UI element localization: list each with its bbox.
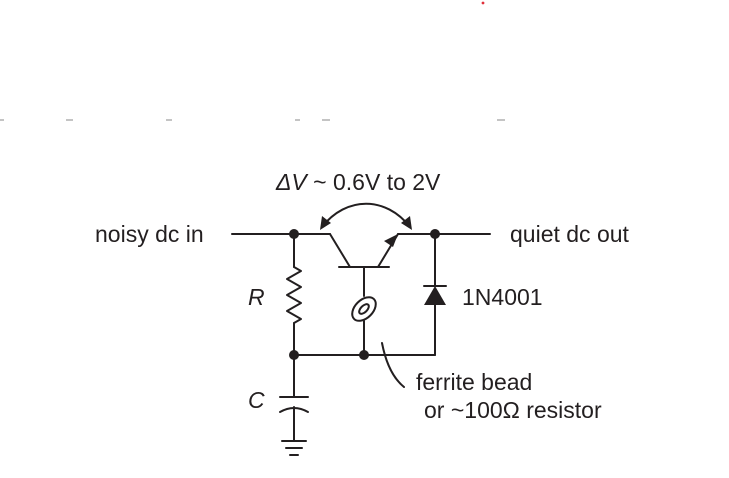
output-label: quiet dc out xyxy=(510,221,630,247)
bead-label-line2: or ~100Ω resistor xyxy=(424,397,602,423)
stray-red-dot xyxy=(481,1,485,5)
arc-arrowhead-left xyxy=(320,216,331,230)
junction-input xyxy=(289,229,299,239)
delta-v-label: ΔV ~ 0.6V to 2V xyxy=(275,169,441,195)
resistor-label: R xyxy=(248,284,265,310)
junction-bottom-left xyxy=(289,350,299,360)
transistor-collector xyxy=(329,233,351,268)
delta-v-symbol: ΔV xyxy=(275,169,309,195)
pass-transistor xyxy=(329,233,399,297)
diode-label: 1N4001 xyxy=(462,284,543,310)
resistor xyxy=(286,233,302,356)
ground-icon xyxy=(281,440,307,456)
resistor-zigzag xyxy=(286,266,302,324)
junction-output xyxy=(430,229,440,239)
delta-v-arc xyxy=(320,202,412,230)
bead-outer xyxy=(351,296,377,322)
junction-bead xyxy=(359,350,369,360)
ferrite-bead xyxy=(351,296,377,356)
arc-arrowhead-right xyxy=(401,216,412,230)
diode-triangle xyxy=(424,286,446,305)
capacitor-label: C xyxy=(248,387,265,413)
input-label: noisy dc in xyxy=(95,221,204,247)
capacitor xyxy=(279,354,309,442)
emitter-arrow xyxy=(384,234,398,247)
bead-leader-line xyxy=(381,342,405,388)
bead-label-line1: ferrite bead xyxy=(416,369,532,395)
bead-inner xyxy=(358,303,370,315)
diode-1n4001 xyxy=(423,233,447,356)
delta-v-range: ~ 0.6V to 2V xyxy=(307,169,441,195)
